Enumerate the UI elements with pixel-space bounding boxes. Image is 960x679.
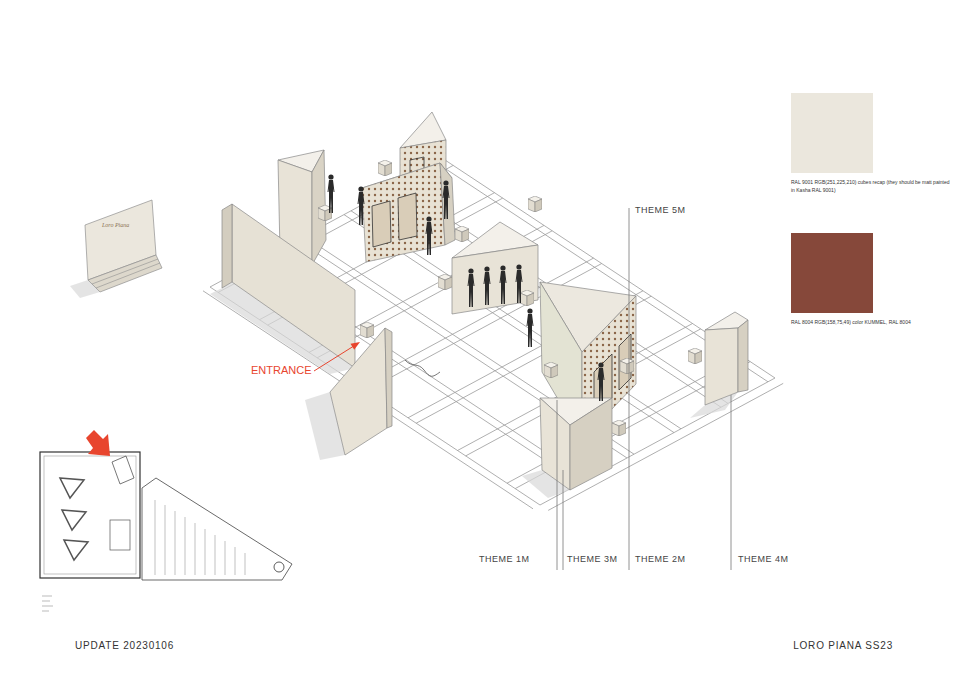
prism-face xyxy=(452,245,538,314)
plan-prism xyxy=(64,540,88,560)
color-note: RAL 8004 RGB(158,75,49) color KUMMEL, RA… xyxy=(791,319,951,327)
mannequin xyxy=(468,268,475,307)
plan-prism xyxy=(62,510,86,530)
mannequin xyxy=(426,216,433,255)
mannequin xyxy=(328,174,335,213)
plan-furniture xyxy=(110,520,130,550)
display-cube xyxy=(438,274,452,290)
theme-label: THEME 4M xyxy=(737,554,790,564)
plan-entrance-arrow xyxy=(86,430,110,456)
display-cube xyxy=(520,290,534,306)
leader-line xyxy=(629,208,630,570)
mannequin xyxy=(500,265,507,304)
entrance-arrow-line xyxy=(314,347,353,372)
legend-entry: RAL 9001 RGB(251,225,210) cubes recap (t… xyxy=(791,93,951,194)
plan-prism xyxy=(60,478,84,498)
display-cube xyxy=(544,362,558,378)
brand-logo: Loro Piana xyxy=(102,222,129,229)
floor-cable xyxy=(405,360,440,376)
update-date: UPDATE 20230106 xyxy=(75,640,174,652)
leader-line xyxy=(731,395,732,570)
mannequin xyxy=(598,362,605,401)
floor-grid xyxy=(203,160,783,510)
display-cube xyxy=(455,226,469,242)
display-cube xyxy=(360,322,374,338)
plan-panel xyxy=(112,456,134,484)
color-swatch xyxy=(791,233,873,313)
theme-label: THEME 1M xyxy=(478,554,531,564)
panel-face xyxy=(705,328,738,405)
panel-face xyxy=(738,320,748,392)
door-frame xyxy=(372,201,391,247)
mannequin xyxy=(527,308,534,347)
entrance-wall xyxy=(330,328,387,455)
long-wall-end xyxy=(222,204,232,288)
leader-line xyxy=(563,470,564,570)
plan-hall xyxy=(142,478,292,580)
project-name: LORO PIANA SS23 xyxy=(793,640,893,652)
display-cube xyxy=(620,358,634,374)
theme-label: THEME 5M xyxy=(634,205,687,215)
display-cube xyxy=(612,420,626,436)
mannequin xyxy=(484,266,491,305)
prism-face xyxy=(540,398,570,490)
theme-label: THEME 2M xyxy=(634,554,687,564)
display-cube xyxy=(528,196,542,212)
plan-hatch xyxy=(155,500,245,575)
sign-step-lines xyxy=(92,259,160,288)
entrance-arrow-head xyxy=(351,342,361,350)
leader-line xyxy=(557,400,558,570)
plan-symbol xyxy=(274,562,284,572)
entrance-wall-edge xyxy=(385,328,392,428)
prism-face xyxy=(440,163,455,245)
display-cube xyxy=(378,160,392,176)
sign-steps xyxy=(88,255,162,292)
theme-label: THEME 3M xyxy=(566,554,619,564)
color-swatch xyxy=(791,93,873,173)
mannequin xyxy=(358,186,365,225)
plan-notes xyxy=(42,596,53,611)
prism-face xyxy=(570,398,612,490)
long-wall-face xyxy=(232,204,355,368)
display-cube xyxy=(688,348,702,364)
mannequin xyxy=(516,264,523,303)
plan-inner-wall xyxy=(44,456,136,574)
plan-outline xyxy=(40,452,140,578)
legend-entry: RAL 8004 RGB(158,75,49) color KUMMEL, RA… xyxy=(791,233,951,327)
entrance-label: ENTRANCE xyxy=(250,364,313,377)
door-frame xyxy=(398,193,417,240)
mannequin xyxy=(443,180,450,219)
prism-face-dotted xyxy=(362,163,445,262)
color-note: RAL 9001 RGB(251,225,210) cubes recap (t… xyxy=(791,179,951,194)
